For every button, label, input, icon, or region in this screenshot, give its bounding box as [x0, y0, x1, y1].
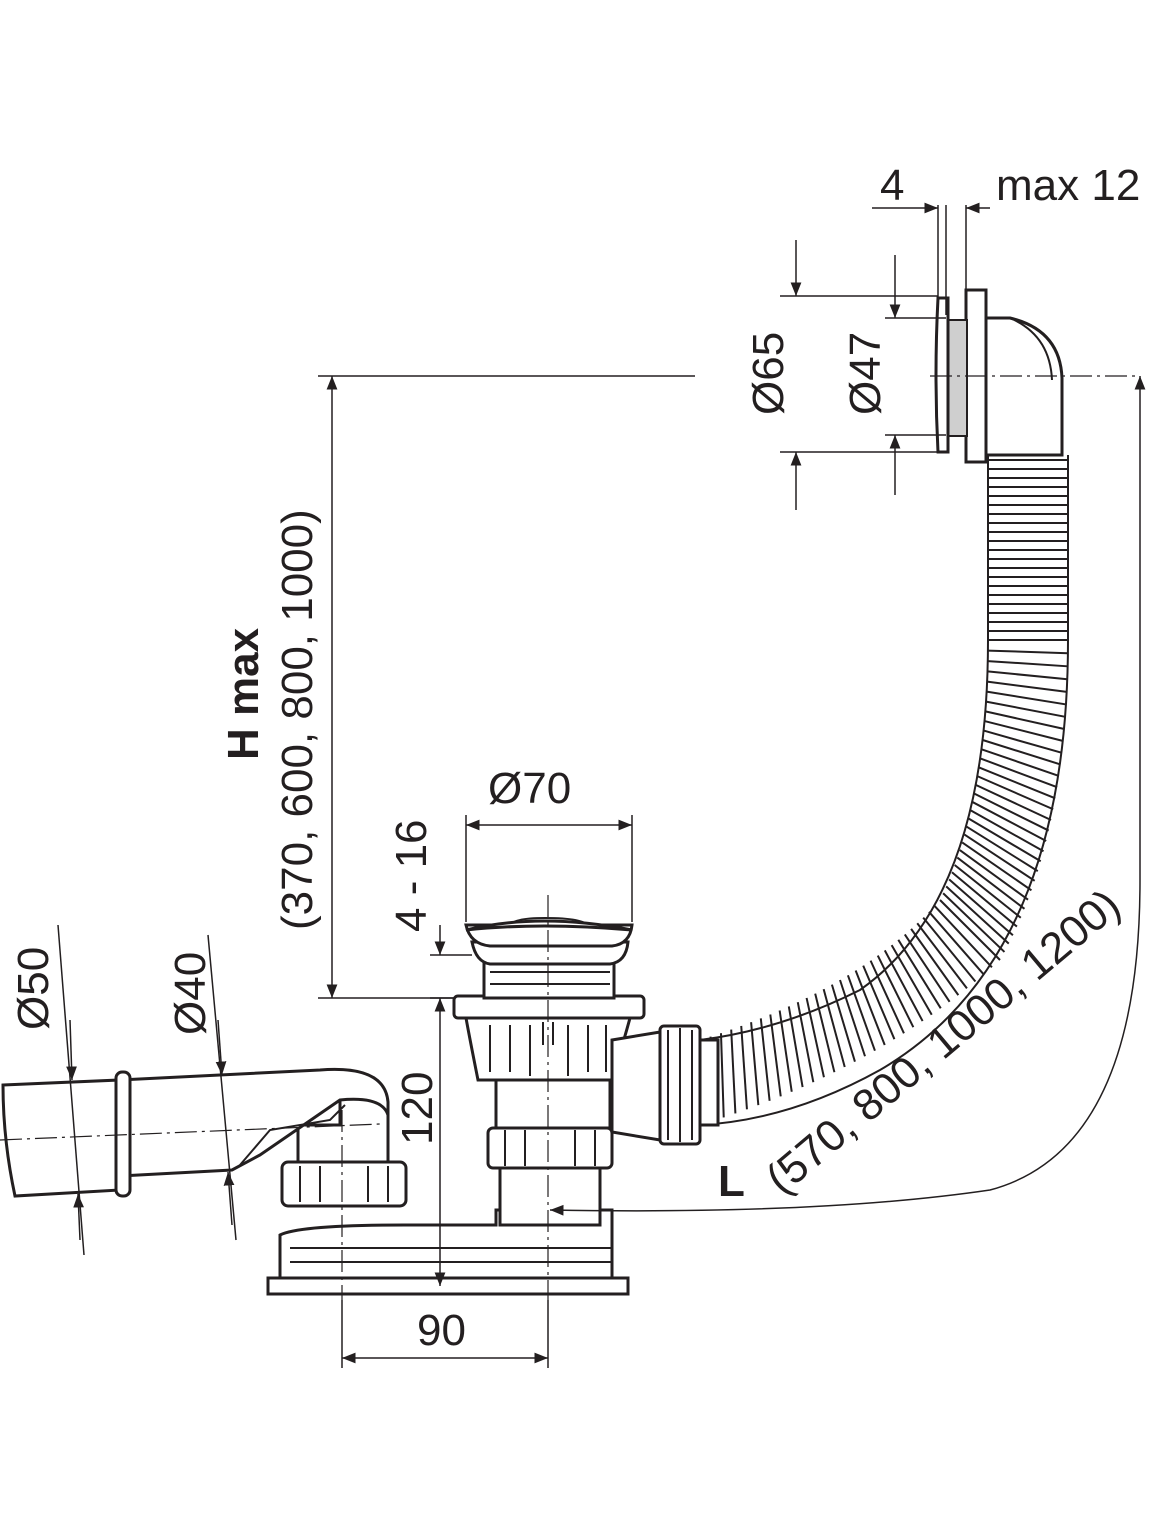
- hose-rib: [983, 729, 1063, 754]
- label-diameter-47: Ø47: [841, 332, 890, 415]
- label-diameter-65: Ø65: [744, 332, 793, 415]
- hose-rib: [973, 792, 1050, 832]
- hose-rib: [759, 1018, 771, 1101]
- hose-rib: [972, 801, 1047, 842]
- label-diameter-40: Ø40: [166, 952, 215, 1035]
- waste-body: [266, 916, 720, 1296]
- label-diameter-50: Ø50: [9, 947, 58, 1030]
- label-l: L: [718, 1157, 745, 1206]
- label-4: 4: [880, 161, 904, 210]
- outlet-elbow: [1, 1067, 408, 1208]
- dimension-lines: [57, 202, 1146, 1368]
- hose-rib: [822, 988, 846, 1068]
- hose-rib: [987, 680, 1067, 693]
- hose-rib: [956, 856, 1026, 910]
- hose-rib: [897, 939, 942, 1009]
- hose-rib: [839, 979, 866, 1057]
- hose-rib: [903, 933, 951, 1003]
- hose-rib: [730, 1029, 737, 1114]
- label-h-max: H max: [219, 627, 268, 760]
- label-diameter-70: Ø70: [488, 764, 571, 813]
- label-4-16: 4 - 16: [387, 819, 436, 932]
- hose-rib: [740, 1025, 748, 1110]
- label-120: 120: [393, 1072, 442, 1145]
- hose-rib: [987, 660, 1068, 668]
- hose-rib: [883, 949, 924, 1022]
- label-h-max-values: (370, 600, 800, 1000): [273, 509, 322, 930]
- hose-rib: [750, 1022, 760, 1106]
- hose-rib: [963, 833, 1036, 882]
- corrugated-hose: [699, 455, 1069, 1126]
- hose-rib: [910, 928, 960, 996]
- hose-rib: [830, 984, 856, 1062]
- label-max-12: max 12: [996, 161, 1140, 210]
- hose-rib: [954, 864, 1022, 919]
- hose-rib: [719, 1033, 725, 1118]
- hose-rib: [987, 670, 1068, 681]
- hose-rib: [778, 1010, 793, 1092]
- label-90: 90: [417, 1306, 466, 1355]
- hose-rib: [987, 649, 1068, 655]
- hose-rib: [984, 720, 1064, 742]
- hose-rib: [769, 1014, 782, 1097]
- hose-rib: [986, 690, 1067, 706]
- hose-rib: [982, 739, 1061, 766]
- hose-rib: [966, 825, 1039, 872]
- hose-rib: [890, 944, 933, 1016]
